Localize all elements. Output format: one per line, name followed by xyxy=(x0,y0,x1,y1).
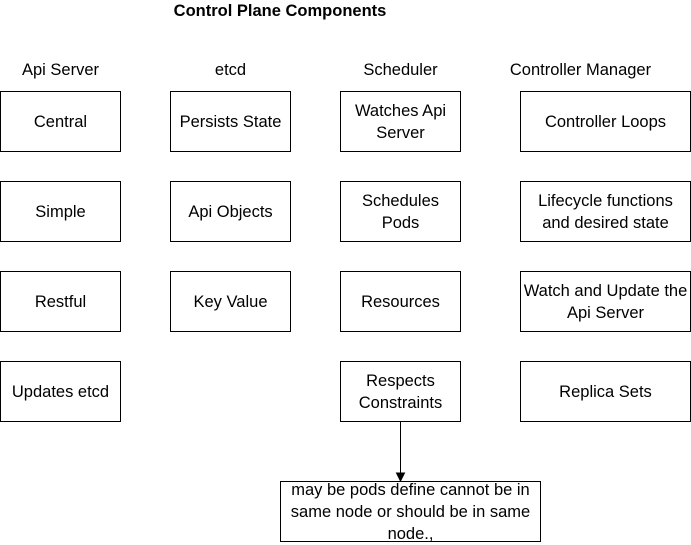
controller-manager-box-watch-and-update: Watch and Update the Api Server xyxy=(520,271,691,332)
box-label: Watch and Update the Api Server xyxy=(523,281,688,322)
box-label: Api Objects xyxy=(188,202,273,221)
box-label: Simple xyxy=(35,202,86,221)
api-server-box-updates-etcd: Updates etcd xyxy=(0,361,121,422)
scheduler-box-respects-constraints: Respects Constraints xyxy=(340,361,461,422)
box-label: Persists State xyxy=(179,112,282,131)
etcd-box-api-objects: Api Objects xyxy=(170,181,291,242)
column-header-scheduler: Scheduler xyxy=(363,61,438,79)
box-label: Lifecycle functions and desired state xyxy=(538,191,673,232)
note-text: may be pods define cannot be in same nod… xyxy=(290,480,531,543)
controller-manager-box-controller-loops: Controller Loops xyxy=(520,91,691,152)
scheduler-box-resources: Resources xyxy=(340,271,461,332)
box-label: Restful xyxy=(34,292,87,311)
etcd-box-key-value: Key Value xyxy=(170,271,291,332)
api-server-box-restful: Restful xyxy=(0,271,121,332)
scheduler-box-watches-api-server: Watches Api Server xyxy=(340,91,461,152)
scheduler-box-schedules-pods: Schedules Pods xyxy=(340,181,461,242)
box-label: Schedules Pods xyxy=(361,191,440,232)
api-server-box-central: Central xyxy=(0,91,121,152)
box-label: Watches Api Server xyxy=(354,101,447,142)
box-label: Resources xyxy=(361,292,440,311)
box-label: Replica Sets xyxy=(559,382,652,401)
constraints-note-box: may be pods define cannot be in same nod… xyxy=(280,480,541,543)
box-label: Respects Constraints xyxy=(358,371,443,412)
controller-manager-box-lifecycle-functions: Lifecycle functions and desired state xyxy=(520,181,691,242)
box-label: Key Value xyxy=(193,292,268,311)
diagram-title: Control Plane Components xyxy=(173,2,387,20)
column-header-controller-manager: Controller Manager xyxy=(509,61,652,79)
etcd-box-persists-state: Persists State xyxy=(170,91,291,152)
column-header-api-server: Api Server xyxy=(21,61,100,79)
box-label: Central xyxy=(33,112,88,131)
column-header-etcd: etcd xyxy=(214,61,247,79)
box-label: Controller Loops xyxy=(544,112,667,131)
controller-manager-box-replica-sets: Replica Sets xyxy=(520,361,691,422)
box-label: Updates etcd xyxy=(11,382,110,401)
api-server-box-simple: Simple xyxy=(0,181,121,242)
